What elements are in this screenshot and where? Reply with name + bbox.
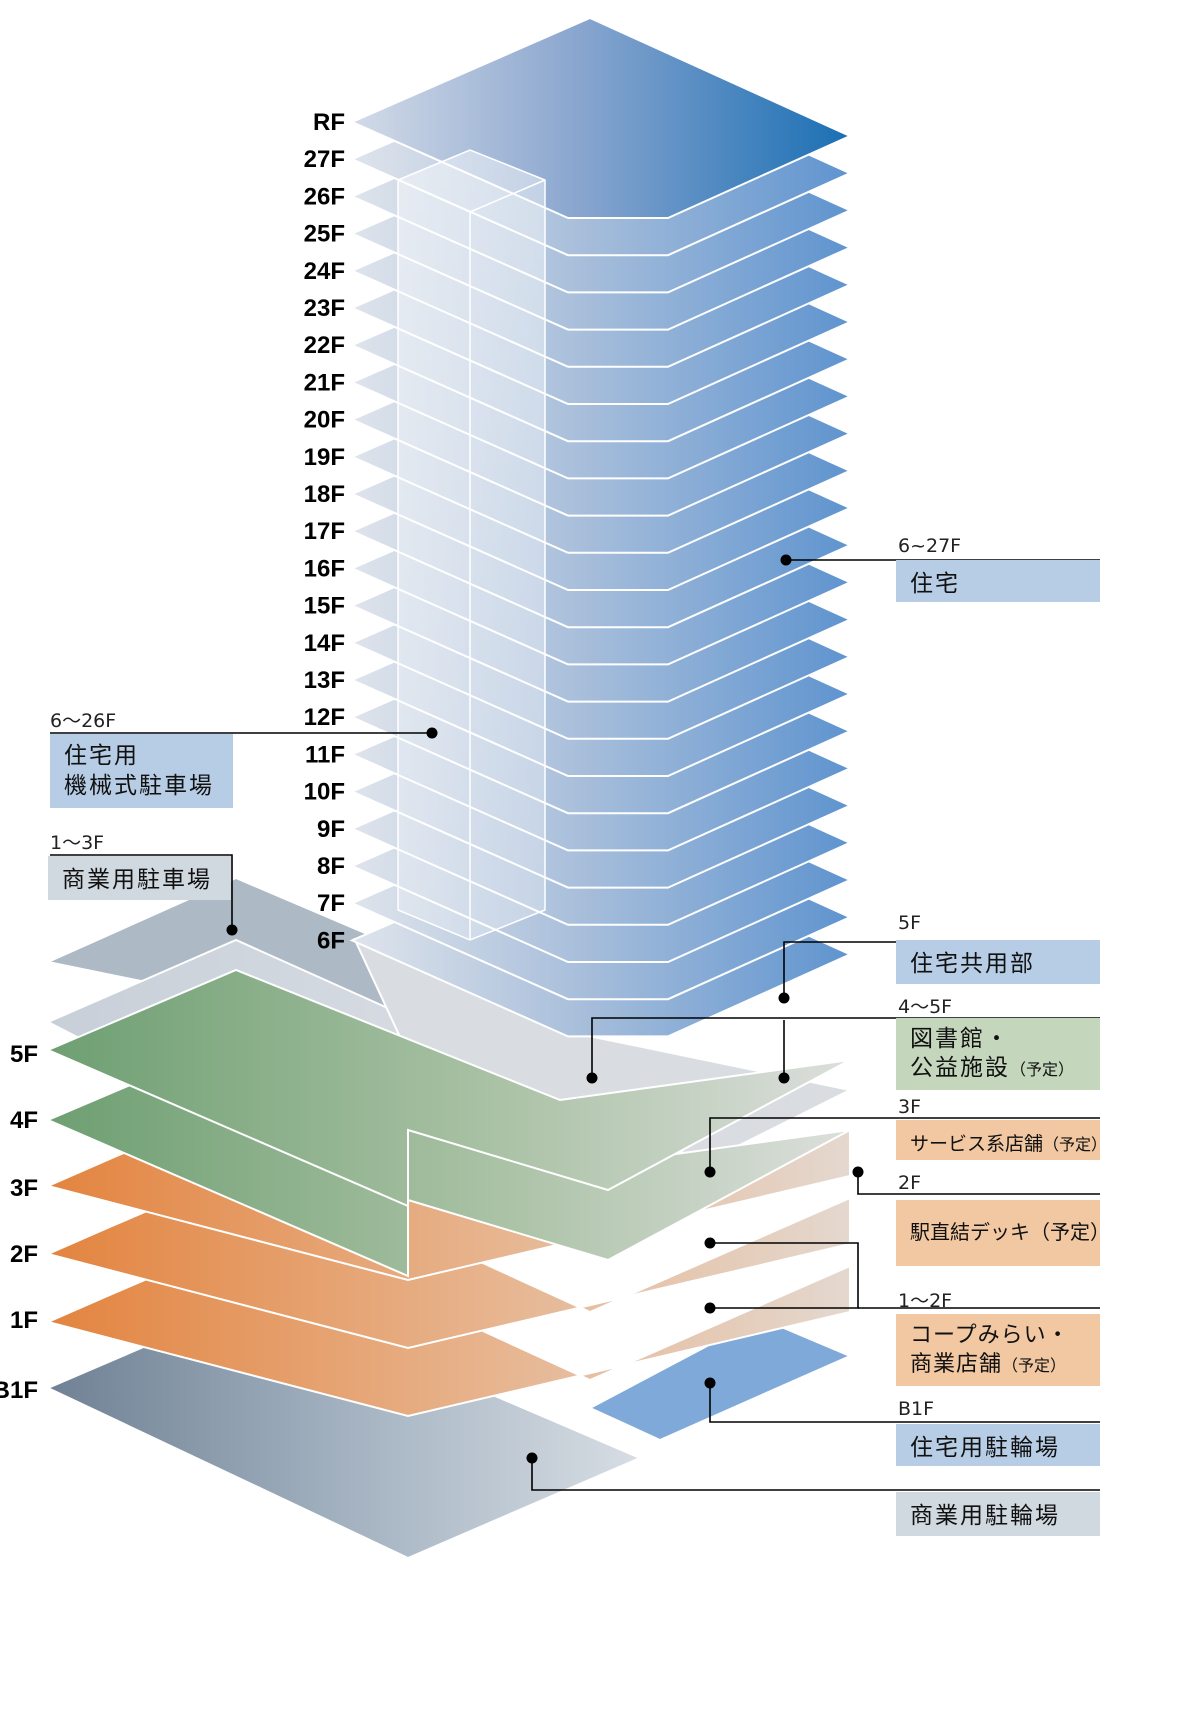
callout-service-floor: 3F (898, 1096, 922, 1118)
podium-plate-5f (45, 968, 851, 1208)
leader-dot-11 (526, 1452, 538, 1464)
callout-res-parking-floor: 6〜26F (50, 710, 117, 732)
floor-label-9f: 9F (317, 816, 345, 843)
leader-dot-0 (780, 554, 792, 566)
floor-label-1f: 1F (10, 1307, 38, 1334)
floor-label-24f: 24F (304, 258, 345, 285)
leader-line-10 (709, 1383, 1100, 1423)
parking-core-volume (397, 149, 546, 941)
leader-dot-10 (704, 1377, 716, 1389)
callout-service-label: サービス系店舗（予定） (896, 1120, 1107, 1160)
leader-dot-1 (426, 727, 438, 739)
floor-label-19f: 19F (304, 444, 345, 471)
callout-res-bike-floor: B1F (898, 1398, 935, 1420)
callout-coop-label: コープみらい・商業店舗（予定） (896, 1314, 1100, 1386)
callout-com-bike-label: 商業用駐輪場 (896, 1492, 1100, 1536)
floor-label-11f: 11F (305, 741, 345, 768)
leader-dot-coop (704, 1302, 716, 1314)
core-top-edge (397, 179, 546, 213)
podium-plate-b1f-residential-bike (587, 1316, 853, 1442)
floor-label-rf: RF (313, 109, 345, 136)
floor-label-b1f: B1F (0, 1377, 38, 1404)
callout-library-label: 図書館・公益施設（予定） (896, 1018, 1100, 1090)
floor-label-26f: 26F (304, 183, 345, 210)
floor-label-5f: 5F (10, 1041, 38, 1068)
floor-label-22f: 22F (304, 332, 345, 359)
floor-label-13f: 13F (304, 667, 345, 694)
floor-label-7f: 7F (317, 890, 345, 917)
callout-res-bike-label: 住宅用駐輪場 (896, 1424, 1100, 1466)
leader-line-8 (710, 1242, 859, 1309)
floor-label-21f: 21F (304, 369, 345, 396)
floor-label-18f: 18F (304, 481, 345, 508)
tower-plates (349, 16, 853, 1038)
callout-deck-floor: 2F (898, 1172, 922, 1194)
callout-residential-label: 住宅 (896, 560, 1100, 602)
leader-dot-8 (704, 1237, 716, 1249)
floor-label-4f: 4F (10, 1107, 38, 1134)
leader-line-6 (709, 1117, 1100, 1172)
floor-label-8f: 8F (317, 853, 345, 880)
leader-dot-6 (704, 1166, 716, 1178)
floor-label-23f: 23F (304, 295, 345, 322)
callout-res-common-label: 住宅共用部 (896, 940, 1100, 984)
callout-coop-floor: 1〜2F (898, 1290, 953, 1312)
floor-label-27f: 27F (304, 146, 345, 173)
leader-dot-3 (778, 992, 790, 1004)
leader-line-2 (50, 854, 233, 930)
floor-label-17f: 17F (304, 518, 345, 545)
leader-dot-2 (226, 924, 238, 936)
floor-label-10f: 10F (304, 779, 345, 806)
floor-label-16f: 16F (304, 555, 345, 582)
floor-label-20f: 20F (304, 407, 345, 434)
leader-dot-5 (586, 1072, 598, 1084)
callout-com-parking-floor: 1〜3F (50, 832, 105, 854)
callout-deck-label: 駅直結デッキ（予定） (896, 1200, 1110, 1266)
floor-label-12f: 12F (304, 704, 345, 731)
callout-res-common-floor: 5F (898, 912, 922, 934)
callout-residential-floor: 6~27F (898, 535, 962, 557)
callout-res-parking-label: 住宅用機械式駐車場 (50, 734, 233, 808)
leader-dot-7 (852, 1166, 864, 1178)
floor-label-15f: 15F (304, 593, 345, 620)
podium-plates (44, 876, 854, 1560)
floor-label-6f: 6F (317, 927, 345, 954)
callout-com-parking-label: 商業用駐車場 (48, 856, 231, 900)
floor-labels: 6F 7F 8F 9F 10F 11F 12F 13F 14F 15F 16F 17F 18F 19F 20… (0, 109, 345, 1404)
floor-label-25f: 25F (304, 221, 345, 248)
floor-label-2f: 2F (10, 1241, 38, 1268)
leader-dot-4 (778, 1072, 790, 1084)
floor-label-14f: 14F (304, 630, 345, 657)
floor-label-3f: 3F (10, 1175, 38, 1202)
leader-line-7 (857, 1172, 1100, 1195)
leader-line-11 (531, 1458, 1100, 1491)
callout-library-floor: 4〜5F (898, 996, 953, 1018)
